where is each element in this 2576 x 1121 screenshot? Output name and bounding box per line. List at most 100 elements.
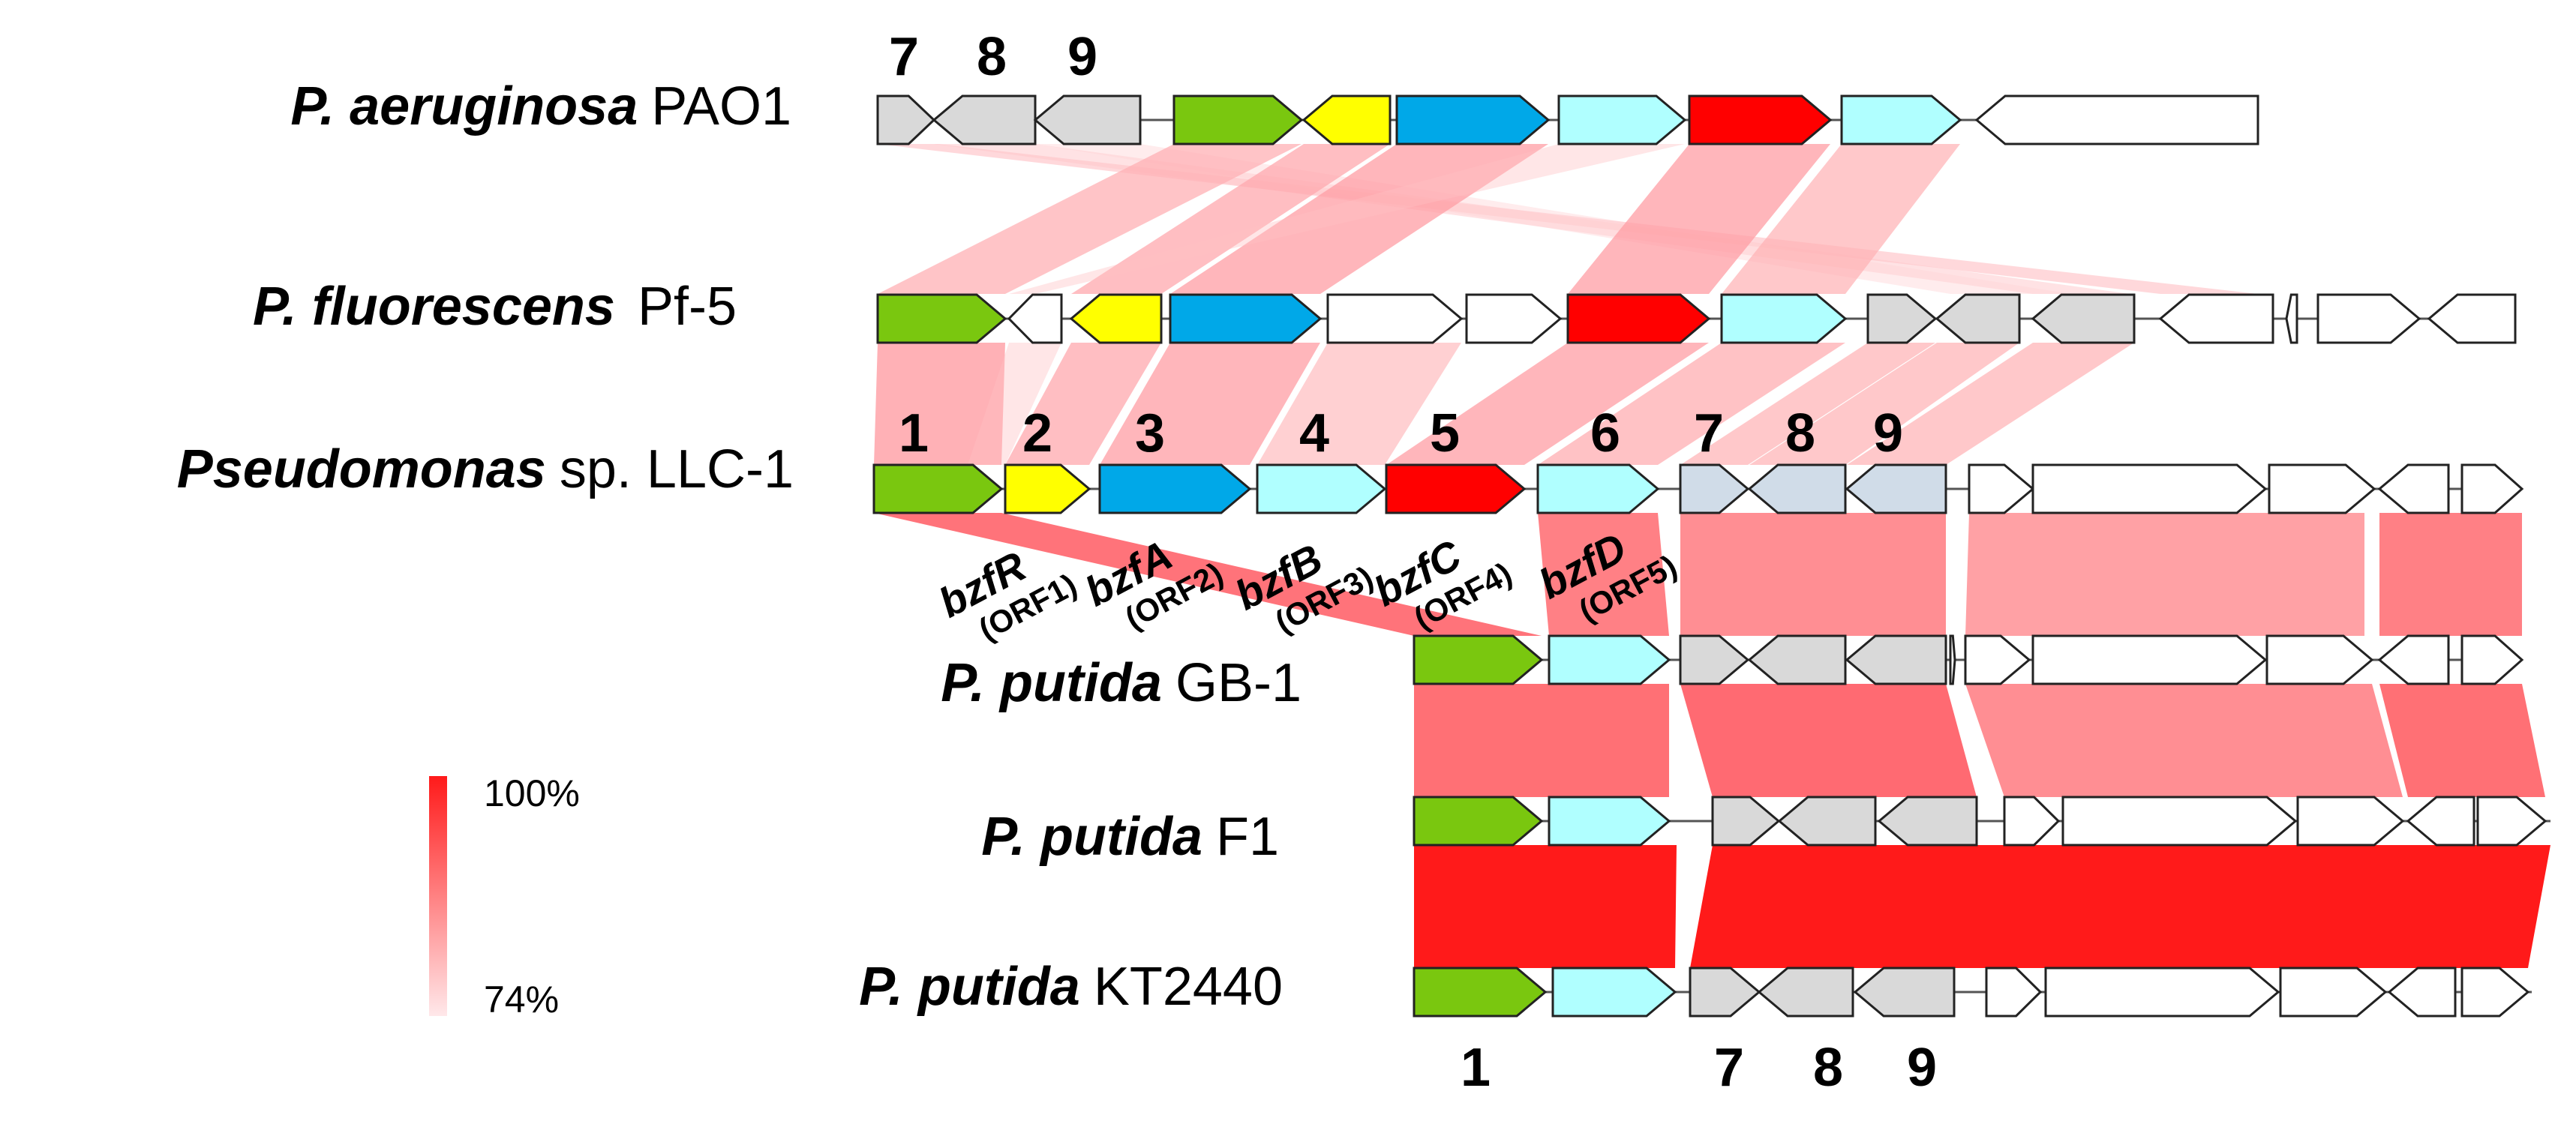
pf5-gene-arrow-8 [1720,293,1848,344]
llc1-gene-arrow-14 [2460,463,2524,514]
llc1-gene-arrow-2 [1004,463,1091,514]
llc1-num-3: 3 [1135,403,1165,463]
f1-gene-arrow-8 [2296,796,2405,847]
pao1-gene-arrow-3 [1033,94,1142,145]
similarity-band-4 [878,144,1302,294]
pf5-gene-arrow-15 [2427,293,2517,344]
llc1-gene-arrow-6 [1536,463,1660,514]
pf5-gene-arrow-13 [2285,293,2298,344]
gb1-gene-arrow-1 [1413,634,1544,685]
similarity-band-8 [1568,144,1830,294]
pf5-gene-arrow-5 [1326,293,1464,344]
similarity-band-22 [1680,513,1946,636]
gb1-gene-arrow-7 [1964,634,2031,685]
pao1-gene-arrow-8 [1688,94,1833,145]
llc1-gene-arrow-11 [2031,463,2268,514]
gb1-gene-arrow-2 [1548,634,1671,685]
gb1-gene-arrow-11 [2460,634,2524,685]
similarity-bands [874,144,2550,968]
pao1-gene-arrow-4 [1172,94,1304,145]
f1-gene-arrow-9 [2406,796,2475,847]
similarity-band-19 [1847,343,2134,465]
kt2440-gene-arrow-5 [1853,967,1956,1018]
llc1-gene-arrow-10 [1968,463,2035,514]
kt2440-num-7: 7 [1714,1038,1744,1098]
similarity-band-21 [1538,513,1669,636]
llc1-num-6: 6 [1590,403,1620,463]
similarity-band-30 [1690,845,2550,968]
f1-gene-arrow-3 [1711,796,1781,847]
similarity-band-14 [1257,343,1461,465]
llc1-gene-arrow-3 [1098,463,1252,514]
gene-label-bzfB: bzfB (ORF3) [1227,535,1379,640]
pf5-gene-arrow-11 [2031,293,2136,344]
kt2440-gene-arrow-10 [2460,967,2530,1018]
kt2440-gene-arrow-1 [1413,967,1548,1018]
f1-gene-arrow-10 [2476,796,2547,847]
llc1-num-4: 4 [1299,403,1329,463]
similarity-band-7 [1009,144,1685,294]
gb1-gene-arrow-4 [1747,634,1847,685]
llc1-gene-arrow-8 [1747,463,1847,514]
llc1-gene-arrow-13 [2377,463,2450,514]
llc1-num-2: 2 [1022,403,1052,463]
llc1-num-5: 5 [1430,403,1460,463]
similarity-band-12 [1005,343,1161,465]
similarity-band-15 [1386,343,1709,465]
kt2440-num-8: 8 [1813,1038,1843,1098]
llc1-gene-arrow-5 [1385,463,1527,514]
similarity-band-28 [2379,684,2545,797]
similarity-band-29 [1414,845,1677,968]
kt2440-num-9: 9 [1907,1038,1937,1098]
similarity-band-16 [1538,343,1845,465]
llc1-num-9: 9 [1873,403,1903,463]
kt2440-gene-arrow-6 [1985,967,2043,1018]
similarity-band-25 [1414,684,1669,797]
similarity-band-18 [1749,343,2019,465]
pao1-gene-arrow-7 [1557,94,1687,145]
kt2440-gene-arrow-3 [1689,967,1761,1018]
kt2440-gene-arrow-8 [2279,967,2388,1018]
similarity-band-11 [968,343,1061,465]
gene-label-bzfA: bzfA (ORF2) [1077,531,1229,636]
pf5-gene-arrow-10 [1935,293,2021,344]
llc1-gene-arrow-12 [2268,463,2376,514]
llc1-gene-arrow-7 [1679,463,1750,514]
kt2440-gene-arrow-7 [2044,967,2280,1018]
similarity-band-27 [1965,684,2403,797]
pf5-gene-arrow-14 [2316,293,2421,344]
kt2440-gene-arrow-4 [1757,967,1854,1018]
f1-gene-arrow-1 [1413,796,1544,847]
similarity-band-13 [1100,343,1320,465]
similarity-band-10 [874,343,1005,465]
gb1-gene-arrow-3 [1679,634,1750,685]
llc1-num-8: 8 [1785,403,1815,463]
gb1-gene-arrow-10 [2377,634,2450,685]
gb1-gene-arrow-5 [1845,634,1947,685]
similarity-band-24 [2379,513,2522,636]
pao1-gene-arrow-5 [1302,94,1392,145]
pf5-gene-arrow-7 [1566,293,1711,344]
pao1-num-9: 9 [1067,27,1097,87]
pao1-num-8: 8 [977,27,1007,87]
pf5-gene-arrow-2 [1007,293,1063,344]
pao1-gene-arrow-9 [1840,94,1962,145]
gene-number-labels: 7 8 9 1 2 3 4 5 6 7 8 9 1 7 8 9 [889,27,1937,1098]
f1-gene-arrow-4 [1777,796,1877,847]
pao1-gene-arrow-10 [1974,94,2259,145]
pao1-gene-arrow-2 [932,94,1037,145]
llc1-num-1: 1 [899,403,929,463]
similarity-band-23 [1965,513,2364,636]
pao1-gene-arrow-1 [876,94,936,145]
llc1-gene-arrow-4 [1256,463,1387,514]
gb1-gene-arrow-9 [2265,634,2374,685]
f1-gene-arrow-5 [1877,796,1978,847]
